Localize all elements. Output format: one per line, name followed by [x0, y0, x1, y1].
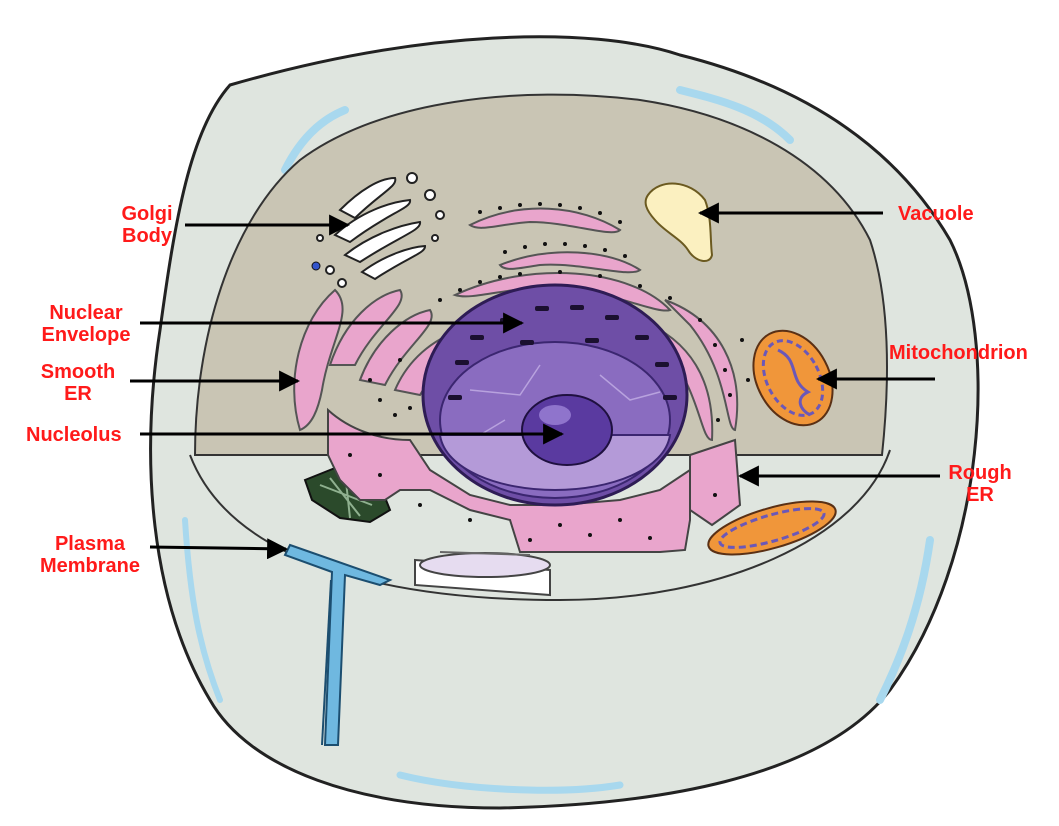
label-smooth-er: Smooth ER — [28, 361, 128, 405]
label-mitochondrion: Mitochondrion — [889, 342, 1028, 364]
label-nucleolus-text: Nucleolus — [26, 424, 122, 446]
label-vacuole: Vacuole — [898, 203, 974, 225]
label-smooth-er-line2: ER — [28, 383, 128, 405]
pointer-plasma-membrane — [150, 547, 286, 549]
nucleolus — [522, 395, 612, 465]
label-golgi-line1: Golgi — [107, 203, 187, 225]
label-plasma-membrane-line2: Membrane — [30, 555, 150, 577]
label-golgi-body: Golgi Body — [107, 203, 187, 247]
label-rough-er-line1: Rough — [940, 462, 1020, 484]
label-rough-er: Rough ER — [940, 462, 1020, 506]
label-nuclear-envelope: Nuclear Envelope — [36, 302, 136, 346]
label-golgi-line2: Body — [107, 225, 187, 247]
label-plasma-membrane: Plasma Membrane — [30, 533, 150, 577]
label-nuclear-envelope-line1: Nuclear — [36, 302, 136, 324]
label-nucleolus: Nucleolus — [26, 424, 122, 446]
label-vacuole-text: Vacuole — [898, 203, 974, 225]
vesicle — [312, 262, 320, 270]
label-mitochondrion-text: Mitochondrion — [889, 342, 1028, 364]
label-nuclear-envelope-line2: Envelope — [36, 324, 136, 346]
label-rough-er-line2: ER — [940, 484, 1020, 506]
label-smooth-er-line1: Smooth — [28, 361, 128, 383]
label-plasma-membrane-line1: Plasma — [30, 533, 150, 555]
